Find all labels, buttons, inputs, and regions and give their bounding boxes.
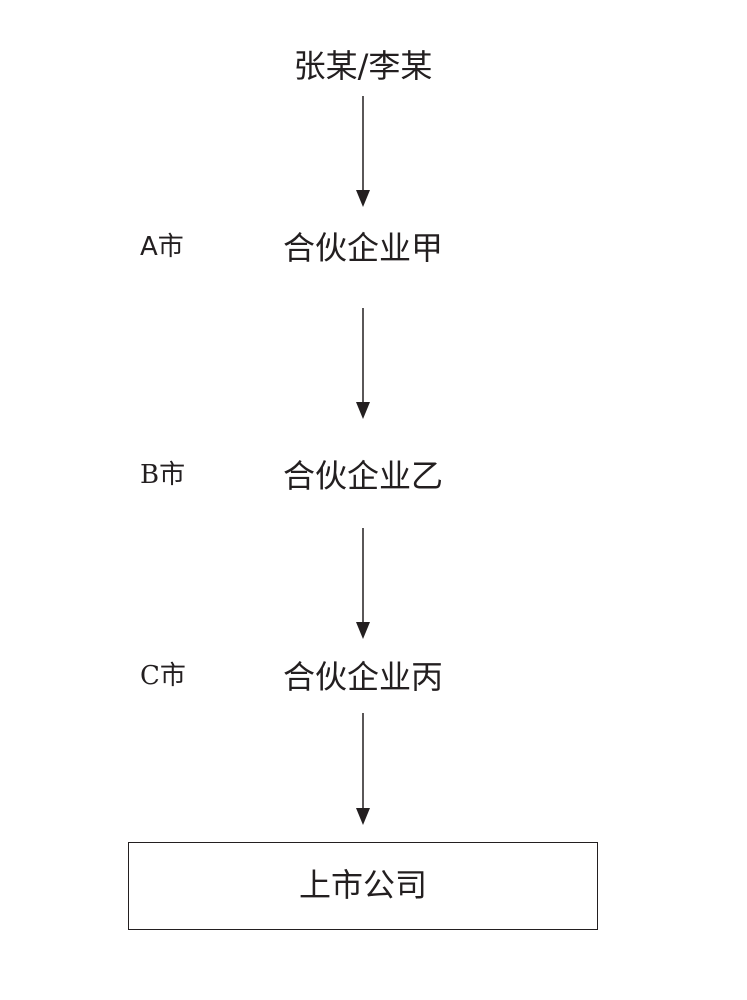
arrow-b-to-c	[356, 528, 370, 639]
listed-company-box: 上市公司	[128, 842, 598, 930]
partnership-c-label: 合伙企业丙	[282, 658, 443, 696]
city-label-a: A市	[140, 232, 184, 262]
arrow-a-to-b	[356, 308, 370, 419]
partnership-b-label: 合伙企业乙	[282, 457, 443, 495]
arrow-top-to-a	[356, 96, 370, 207]
arrow-c-to-target	[356, 713, 370, 825]
listed-company-label: 上市公司	[298, 866, 427, 904]
top-shareholders-label: 张某/李某	[293, 47, 433, 85]
city-label-c: C市	[140, 661, 186, 691]
partnership-a-label: 合伙企业甲	[282, 229, 443, 267]
city-label-b: B市	[140, 460, 186, 490]
